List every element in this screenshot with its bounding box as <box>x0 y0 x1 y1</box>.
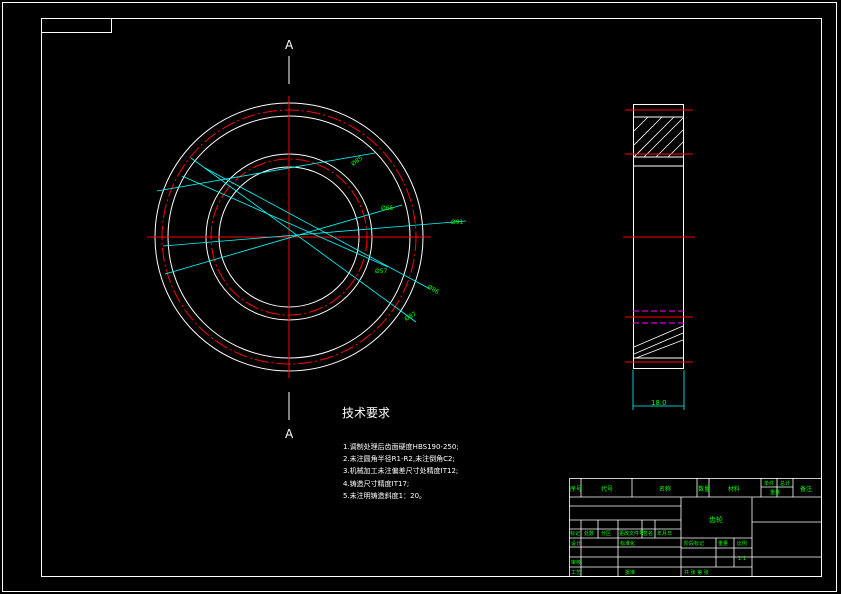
rev-mark: 标记 <box>570 530 580 537</box>
tech-requirements-list: 1.调制处理后齿面硬度HBS190-250; 2.未注圆角半径R1-R2,未注倒… <box>343 441 459 502</box>
rev-date: 年月日 <box>657 530 672 537</box>
dim-d65: Ø65 <box>381 205 394 212</box>
rev-count: 处数 <box>584 530 594 537</box>
stage-mark: 阶段标记 <box>684 540 704 547</box>
hatch-top <box>633 116 684 158</box>
tb-unit: 单件 <box>764 480 774 487</box>
appr-design: 设计 <box>571 540 581 547</box>
dimension-leaders <box>156 152 467 323</box>
rev-sign: 签名 <box>643 530 653 537</box>
tb-remark: 备注 <box>800 485 812 493</box>
dim-d57: Ø57 <box>375 268 388 275</box>
tech-requirements-title: 技术要求 <box>342 406 391 420</box>
dim-d91: Ø91 <box>451 219 464 226</box>
width-dimension <box>632 370 685 410</box>
section-label-bottom: A <box>285 427 294 441</box>
appr-approve: 批准 <box>625 569 635 576</box>
tb-name: 名称 <box>659 485 671 493</box>
title-block-text: 序号 代号 名称 数量 材料 单件 总计 备注 重量 齿轮 标记 处数 分区 更… <box>570 480 812 576</box>
rev-zone: 分区 <box>601 530 611 537</box>
corner-tag-box <box>41 18 112 33</box>
tb-part-name: 齿轮 <box>709 515 723 524</box>
stage-weight: 重量 <box>718 540 728 547</box>
tech-requirement-item: 3.机械加工未注偏差尺寸处精度IT12; <box>343 467 459 476</box>
tb-code: 代号 <box>601 485 613 493</box>
dim-d87: Ø87 <box>404 310 418 322</box>
front-view <box>147 56 467 420</box>
tb-seq: 序号 <box>570 485 582 493</box>
inner-frame <box>41 18 822 577</box>
tech-requirement-item: 4.铸造尺寸精度IT17; <box>343 479 410 488</box>
scale-value: 1:1 <box>738 556 746 562</box>
appr-review: 审核 <box>571 559 581 566</box>
tech-requirement-item: 2.未注圆角半径R1-R2,未注倒角C2; <box>343 455 455 464</box>
dim-d86: Ø86 <box>426 284 440 296</box>
tech-requirement-item: 5.未注明铸造斜度1：20。 <box>343 491 427 500</box>
sheet-info: 共 张 第 张 <box>684 569 709 576</box>
tb-total: 总计 <box>780 480 790 487</box>
stage-scale: 比例 <box>737 540 747 547</box>
rev-doc: 更改文件号 <box>619 530 644 537</box>
width-dimension-label: 18.0 <box>651 399 667 407</box>
title-block <box>569 478 822 577</box>
section-view <box>623 104 695 410</box>
tb-material: 材料 <box>728 485 740 493</box>
tb-weight: 重量 <box>770 489 780 496</box>
hatch-bottom <box>633 325 684 359</box>
tb-qty: 数量 <box>698 485 710 493</box>
appr-standard: 标准化 <box>620 540 635 547</box>
appr-process: 工艺 <box>571 570 581 576</box>
tech-requirement-item: 1.调制处理后齿面硬度HBS190-250; <box>343 443 459 451</box>
section-label-top: A <box>285 38 294 52</box>
